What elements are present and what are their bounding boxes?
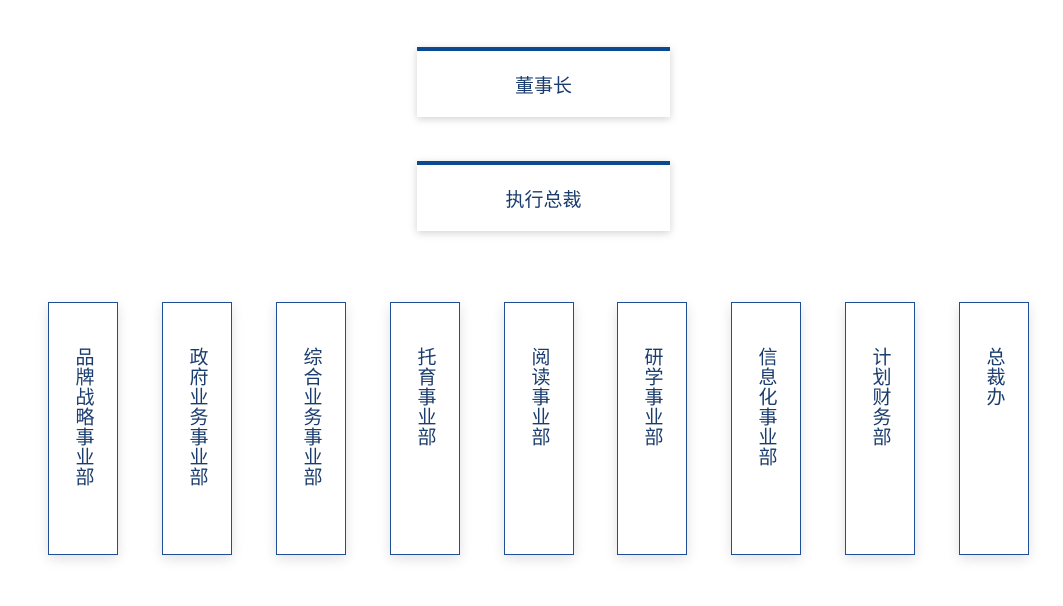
dept-label: 托育事业部 <box>414 347 437 447</box>
dept-label: 研学事业部 <box>641 347 664 447</box>
dept-label: 品牌战略事业部 <box>72 347 95 487</box>
ceo-box: 执行总裁 <box>417 161 670 231</box>
dept-box-reading: 阅读事业部 <box>504 302 574 555</box>
dept-box-informatization: 信息化事业部 <box>731 302 801 555</box>
chairman-box: 董事长 <box>417 47 670 117</box>
ceo-label: 执行总裁 <box>505 188 582 211</box>
dept-label: 政府业务事业部 <box>186 347 209 487</box>
dept-box-brand-strategy: 品牌战略事业部 <box>48 302 118 555</box>
dept-label: 信息化事业部 <box>755 347 778 467</box>
dept-box-general-business: 综合业务事业部 <box>276 302 346 555</box>
dept-label: 计划财务部 <box>869 347 892 447</box>
dept-box-planning-finance: 计划财务部 <box>845 302 915 555</box>
dept-box-government-business: 政府业务事业部 <box>162 302 232 555</box>
dept-label: 阅读事业部 <box>528 347 551 447</box>
dept-box-childcare: 托育事业部 <box>390 302 460 555</box>
dept-box-study-travel: 研学事业部 <box>617 302 687 555</box>
dept-label: 总裁办 <box>983 347 1006 407</box>
dept-box-president-office: 总裁办 <box>959 302 1029 555</box>
chairman-label: 董事长 <box>514 74 572 97</box>
dept-label: 综合业务事业部 <box>300 347 323 487</box>
